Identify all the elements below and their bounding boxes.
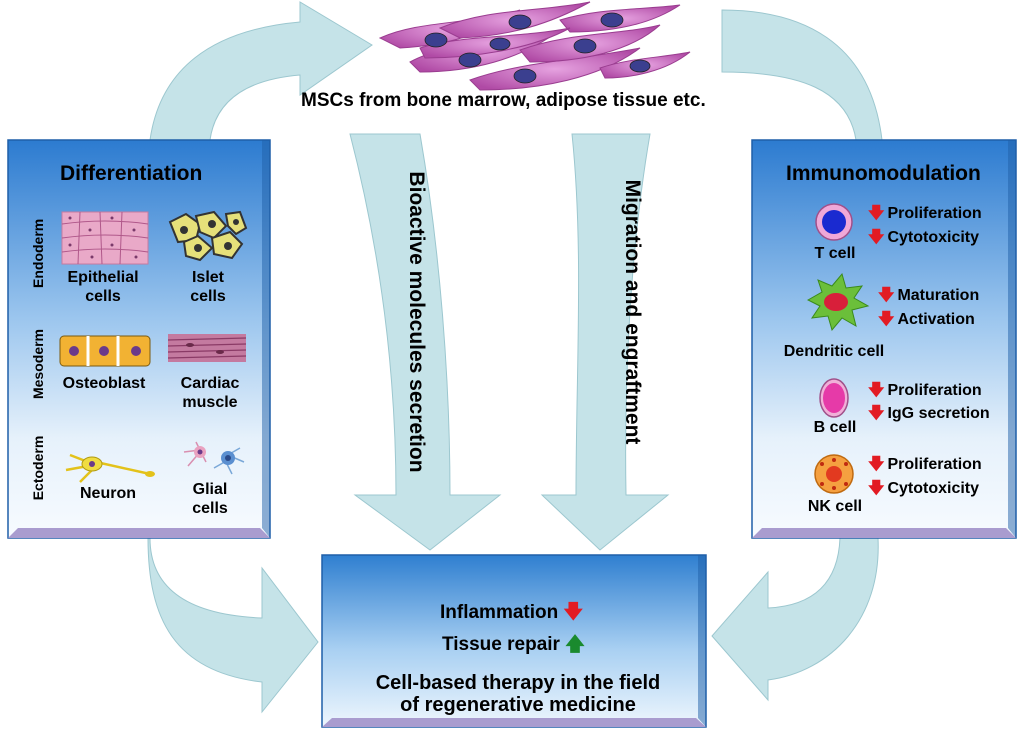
immunomodulation-title: Immunomodulation [786,162,981,185]
msc-cell-cluster [378,1,691,91]
decrease-arrow-icon: 🡇 [868,456,885,473]
cardiac-muscle-label: Cardiac muscle [180,375,240,411]
glial-cells-illustration [183,441,245,475]
decrease-arrow-icon: 🡇 [868,480,885,497]
therapy-label: Cell-based therapy in the field of regen… [375,672,661,716]
t-cell-effect-1: 🡇Proliferation [868,205,982,222]
inflammation-label: Inflammation [440,602,559,623]
osteoblast-label: Osteoblast [62,375,146,392]
migration-pathway-label: Migration and engraftment [621,179,644,445]
differentiation-title: Differentiation [60,162,203,185]
islet-cells-label: Islet cells [190,269,226,305]
dendritic-cell-effect-1: 🡇Maturation [878,287,980,304]
tissue-repair-row: Tissue repair 🡅 [442,630,585,662]
cardiac-muscle-illustration [167,334,247,362]
decrease-arrow-icon: 🡇 [868,205,885,222]
mesoderm-label: Mesoderm [30,328,46,400]
osteoblast-illustration [59,335,151,367]
ectoderm-label: Ectoderm [30,435,46,501]
decrease-arrow-icon: 🡇 [563,602,584,623]
outcome-panel [321,554,707,728]
decrease-arrow-icon: 🡇 [868,382,885,399]
dendritic-cell-illustration [806,272,870,332]
msc-source-label: MSCs from bone marrow, adipose tissue et… [301,90,706,111]
endoderm-label: Endoderm [30,218,46,288]
tissue-repair-label: Tissue repair [442,634,560,655]
increase-arrow-icon: 🡅 [565,634,585,655]
nk-cell-effect-1: 🡇Proliferation [868,456,982,473]
top-right-curved-arrow [721,9,883,141]
nk-cell-label: NK cell [807,498,863,515]
epithelial-cells-illustration [61,211,149,265]
islet-cells-illustration [168,210,248,262]
dendritic-cell-label: Dendritic cell [783,343,885,360]
neuron-label: Neuron [80,485,136,502]
nk-cell-effect-2: 🡇Cytotoxicity [868,480,980,497]
epithelial-cells-label: Epithelial cells [67,269,139,305]
t-cell-label: T cell [814,245,856,262]
neuron-illustration [65,453,155,483]
t-cell-illustration [815,203,853,241]
top-left-curved-arrow [149,1,373,141]
bottom-right-curved-arrow [711,537,879,702]
b-cell-illustration [819,378,849,418]
decrease-arrow-icon: 🡇 [868,405,885,422]
secretion-pathway-label: Bioactive molecules secretion [405,171,428,473]
b-cell-effect-1: 🡇Proliferation [868,382,982,399]
dendritic-cell-effect-2: 🡇Activation [878,311,975,328]
t-cell-effect-2: 🡇Cytotoxicity [868,229,980,246]
secretion-arrow [349,133,502,551]
bottom-left-curved-arrow [147,537,319,714]
b-cell-label: B cell [813,419,857,436]
inflammation-row: Inflammation 🡇 [440,598,583,630]
b-cell-effect-2: 🡇IgG secretion [868,405,990,422]
nk-cell-illustration [814,454,854,494]
glial-cells-label: Glial cells [192,481,228,517]
decrease-arrow-icon: 🡇 [868,229,885,246]
migration-arrow [540,133,670,551]
decrease-arrow-icon: 🡇 [878,311,895,328]
immunomodulation-panel [751,139,1017,539]
decrease-arrow-icon: 🡇 [878,287,895,304]
